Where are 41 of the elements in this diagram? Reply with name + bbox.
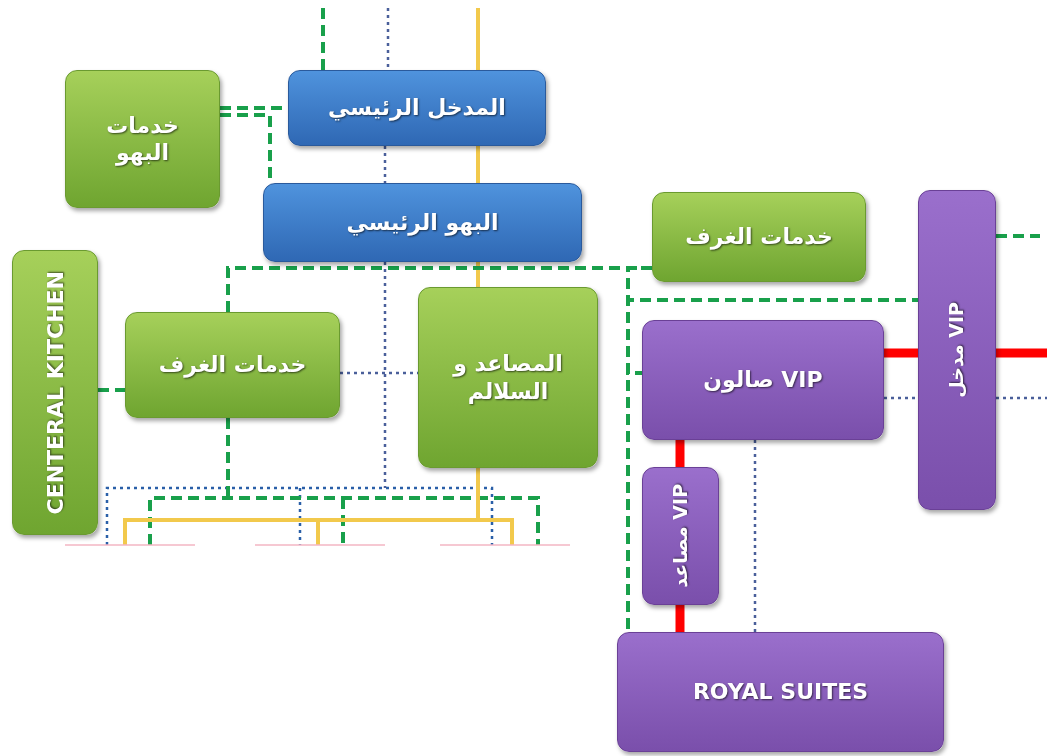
box-label: البهو الرئيسي [346, 208, 499, 237]
connector-line [383, 146, 387, 183]
process-box [642, 467, 719, 605]
connector-line [626, 266, 918, 302]
process-box [125, 312, 340, 418]
connector-line [383, 262, 387, 488]
connector-line [98, 388, 125, 392]
connector-line [753, 440, 757, 632]
connector-line [476, 8, 480, 70]
connector-line [476, 262, 480, 287]
connector-line [476, 146, 480, 183]
connector-line [386, 8, 390, 70]
thick-connector [675, 440, 685, 467]
process-box [642, 320, 884, 440]
box-label: خدمات الغرف [158, 351, 307, 379]
box-label: مدخل VIP [945, 301, 969, 400]
box-label: خدمات البهو [105, 111, 180, 167]
thick-connector [675, 605, 685, 632]
box-label: صالون VIP [703, 366, 823, 394]
box-label: ROYAL SUITES [692, 678, 869, 706]
process-box [918, 190, 996, 510]
process-box [418, 287, 598, 468]
connector-line [996, 396, 1047, 400]
thick-connector [884, 348, 918, 358]
box-label: خدمات الغرف [685, 223, 833, 251]
thick-connector [996, 348, 1047, 358]
box-label: مصاعد VIP [668, 483, 692, 590]
process-box [65, 70, 220, 208]
process-box [12, 250, 98, 535]
connector-line [996, 234, 1040, 238]
connector-line [226, 418, 230, 498]
box-label: المدخل الرئيسي [328, 94, 506, 122]
connector-line [476, 468, 480, 518]
process-box [617, 632, 944, 752]
process-box [263, 183, 582, 262]
box-label: CENTERAL KITCHEN [41, 269, 69, 517]
process-box [652, 192, 866, 282]
connector-line [884, 396, 918, 400]
box-label: المصاعد و السلالم [451, 350, 564, 405]
process-box [288, 70, 546, 146]
connector-line [321, 8, 325, 70]
